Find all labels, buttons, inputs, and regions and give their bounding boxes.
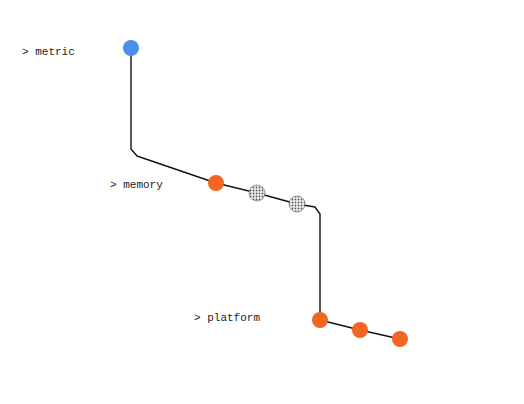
layer-label: > platform [194, 312, 520, 324]
layer-plane: > memory [88, 133, 436, 267]
chain-line [216, 183, 297, 204]
plane-face [90, 135, 436, 255]
chain-line [320, 320, 400, 339]
orange-dot [312, 312, 328, 328]
hatched-dot [289, 196, 305, 212]
layer-plane: > platform [172, 266, 520, 400]
plane-shadow [2, 11, 348, 131]
blue-dot [123, 40, 139, 56]
plane-shadow [90, 144, 436, 264]
plane-shape [172, 266, 520, 400]
orange-dot [208, 175, 224, 191]
hatched-dot [249, 185, 265, 201]
plane-shadow [174, 277, 520, 397]
plane-shape [0, 0, 348, 134]
layer-label: > metric [22, 46, 348, 58]
layer-label: > memory [110, 179, 436, 191]
layer-connector [131, 48, 216, 183]
layer-plane: > metric [0, 0, 348, 134]
orange-dot [352, 322, 368, 338]
plane-face [2, 2, 348, 122]
plane-shape [88, 133, 436, 267]
plane-face [174, 268, 520, 388]
layer-connector [297, 204, 320, 320]
orange-dot [392, 331, 408, 347]
